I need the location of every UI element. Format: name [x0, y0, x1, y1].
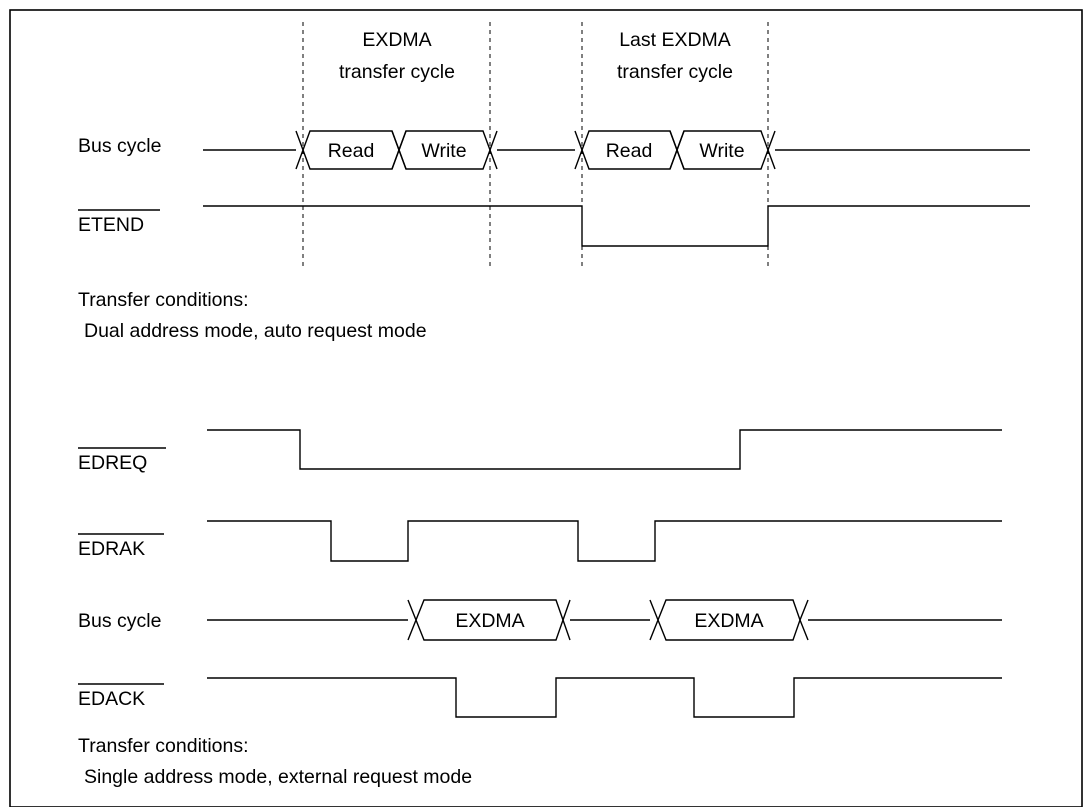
- bus-box-outline: [799, 599, 809, 641]
- conditions-text-2: Single address mode, external request mo…: [84, 766, 472, 788]
- bus-cycle-1-waveform: Read Write Read Write: [203, 130, 1030, 170]
- conditions-title-2: Transfer conditions:: [78, 735, 249, 757]
- header-exdma-transfer-cycle-line1: EXDMA: [362, 29, 431, 51]
- edrak-waveform: [207, 520, 1002, 562]
- timing-diagram-1: EXDMA transfer cycle Last EXDMA transfer…: [78, 22, 1030, 342]
- crossover-mark: [669, 130, 685, 170]
- bus-box-outline: [295, 130, 304, 170]
- signal-label-edreq: EDREQ: [78, 452, 147, 474]
- edreq-waveform: [207, 429, 1002, 470]
- bus-box-read-2: Read: [606, 140, 653, 162]
- signal-label-bus-cycle-1: Bus cycle: [78, 135, 161, 157]
- bus-box-exdma-2: EXDMA: [694, 610, 763, 632]
- conditions-text-1: Dual address mode, auto request mode: [84, 320, 427, 342]
- signal-label-bus-cycle-2: Bus cycle: [78, 610, 161, 632]
- bus-box-outline: [767, 130, 776, 170]
- bus-box-exdma-1: EXDMA: [455, 610, 524, 632]
- conditions-title-1: Transfer conditions:: [78, 289, 249, 311]
- bus-box-outline: [489, 130, 498, 170]
- signal-label-edrak: EDRAK: [78, 538, 145, 560]
- crossover-mark: [391, 130, 407, 170]
- bus-box-outline: [574, 130, 583, 170]
- bus-box-outline: [649, 599, 659, 641]
- figure-frame: [9, 9, 1083, 807]
- bus-box-write-1: Write: [421, 140, 466, 162]
- bus-box-outline: [407, 599, 417, 641]
- etend-waveform: [203, 205, 1030, 247]
- header-last-exdma-transfer-cycle-line2: transfer cycle: [617, 61, 733, 83]
- bus-cycle-2-waveform: EXDMA EXDMA: [207, 599, 1002, 641]
- header-exdma-transfer-cycle-line2: transfer cycle: [339, 61, 455, 83]
- edack-waveform: [207, 677, 1002, 718]
- header-last-exdma-transfer-cycle-line1: Last EXDMA: [619, 29, 731, 51]
- timing-diagram-2: EDREQ EDRAK Bus cycle EDACK EXDMA EXDMA: [78, 429, 1002, 788]
- signal-label-edack: EDACK: [78, 688, 145, 710]
- bus-box-read-1: Read: [328, 140, 375, 162]
- bus-box-outline: [562, 599, 571, 641]
- bus-box-write-2: Write: [699, 140, 744, 162]
- signal-label-etend: ETEND: [78, 214, 144, 236]
